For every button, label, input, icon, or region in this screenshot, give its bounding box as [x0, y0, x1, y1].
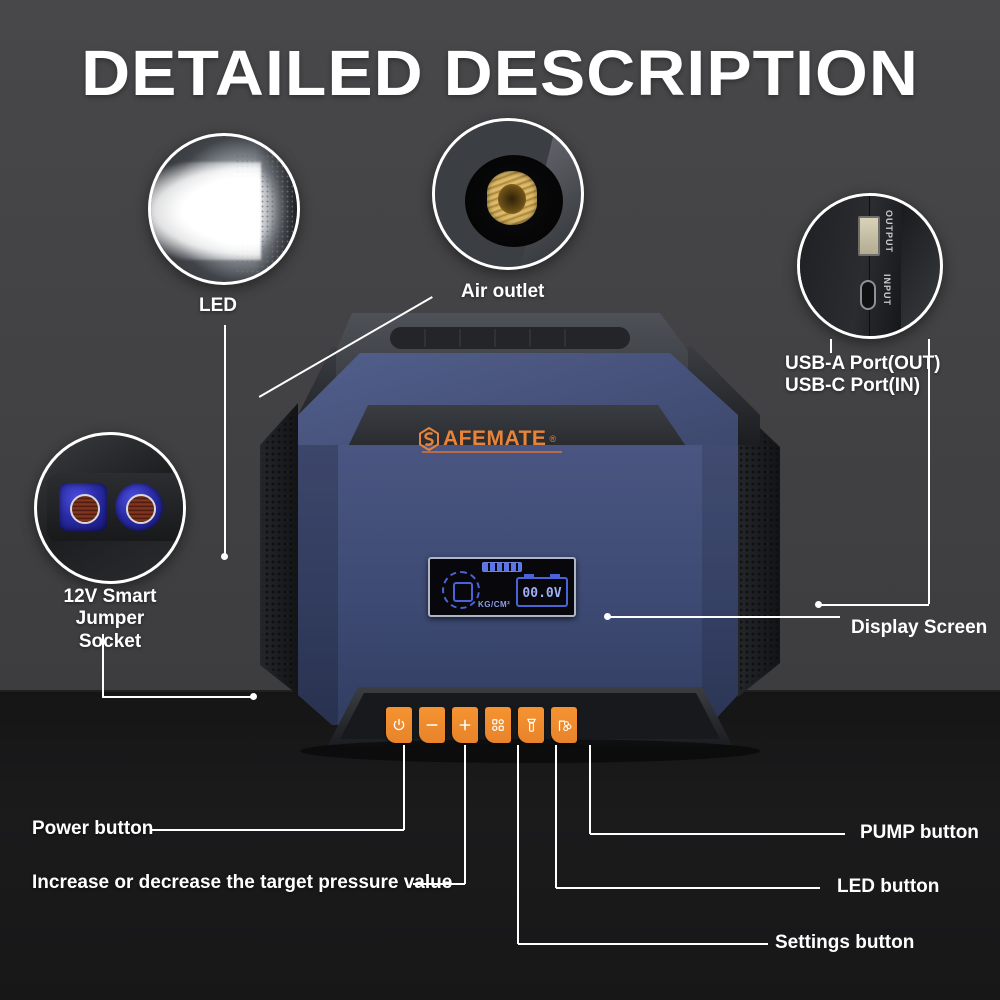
callout-usb-panel	[800, 196, 901, 336]
brass-nozzle-icon	[487, 171, 537, 225]
settings-button[interactable]	[485, 707, 511, 743]
annotation-power-button: Power button	[32, 818, 154, 839]
leader-line-usb-top	[830, 339, 832, 353]
led-button[interactable]	[518, 707, 544, 743]
leader-line-usb	[928, 339, 930, 604]
annotation-led-button: LED button	[837, 876, 940, 897]
decrease-button[interactable]	[419, 707, 445, 743]
grid-settings-icon	[492, 719, 504, 731]
callout-label-jumper-socket: 12V Smart Jumper Socket	[63, 586, 157, 652]
leader-line-settings-horizontal	[518, 943, 768, 945]
leader-line-pressure-vertical	[464, 745, 466, 884]
increase-button[interactable]	[452, 707, 478, 743]
leader-line-display-screen	[608, 616, 840, 618]
callout-label-led: LED	[199, 295, 237, 316]
minus-icon	[426, 724, 438, 726]
pump-button[interactable]	[551, 707, 577, 743]
flashlight-icon	[526, 718, 536, 732]
display-screen: KG/CM² 00.0V	[428, 557, 576, 617]
annotation-pressure-buttons: Increase or decrease the target pressure…	[32, 872, 453, 893]
leader-dot-jumper	[250, 693, 257, 700]
voltage-value: 00.0V	[522, 586, 562, 601]
flashlight-beam-icon	[151, 162, 261, 260]
battery-voltage-box: 00.0V	[516, 574, 568, 607]
control-button-row	[386, 707, 577, 743]
leader-line-usb-horizontal	[818, 604, 929, 606]
usb-output-label: OUTPUT	[884, 210, 894, 253]
annotation-pump-button: PUMP button	[860, 822, 979, 843]
callout-usb-seam	[869, 196, 870, 336]
leader-line-pump-vertical	[589, 745, 591, 834]
power-button[interactable]	[386, 707, 412, 743]
brand-logo: AFEMATE ®	[418, 427, 556, 451]
callout-label-usb-ports: USB-A Port(OUT) USB-C Port(IN)	[785, 353, 941, 397]
callout-jumper-socket	[34, 432, 186, 584]
callout-label-display-screen: Display Screen	[851, 617, 988, 638]
device-illustration	[260, 313, 780, 763]
leader-line-led-btn-vertical	[555, 745, 557, 888]
page-title: DETAILED DESCRIPTION	[81, 37, 919, 109]
leader-line-led-btn-horizontal	[556, 887, 820, 889]
leader-line-settings-vertical	[517, 745, 519, 944]
brand-underline	[422, 451, 562, 453]
leader-line-pump-horizontal	[590, 833, 845, 835]
callout-air-outlet	[432, 118, 584, 270]
usb-c-port-icon	[860, 280, 876, 310]
callout-led	[148, 133, 300, 285]
jumper-socket-negative-icon	[115, 483, 163, 531]
trademark-mark: ®	[549, 434, 557, 444]
pressure-unit-label: KG/CM²	[478, 600, 511, 609]
leader-line-led	[224, 325, 226, 557]
usb-a-port-icon	[858, 216, 880, 256]
leader-dot-led	[221, 553, 228, 560]
leader-dot-usb	[815, 601, 822, 608]
brand-name: AFEMATE	[443, 427, 547, 450]
leader-line-jumper-horizontal	[102, 696, 254, 698]
callout-usb-ports: OUTPUT INPUT	[797, 193, 943, 339]
power-icon	[393, 719, 405, 731]
leader-line-power-horizontal	[150, 829, 404, 831]
leader-line-power-vertical	[403, 745, 405, 830]
hex-s-mark-icon	[419, 427, 439, 451]
leader-dot-display-screen	[604, 613, 611, 620]
pressure-gauge-icon	[442, 571, 480, 609]
jumper-socket-positive-icon	[59, 483, 107, 531]
product-image: AFEMATE ® KG/CM² 00.0V	[240, 295, 820, 765]
pump-icon	[558, 720, 571, 731]
leader-line-pressure-horizontal	[413, 883, 465, 885]
leader-line-jumper-vertical	[102, 634, 104, 697]
annotation-settings-button: Settings button	[775, 932, 915, 953]
battery-indicator-icon	[482, 562, 522, 572]
plus-icon	[459, 719, 471, 731]
callout-label-air-outlet: Air outlet	[461, 281, 545, 302]
usb-input-label: INPUT	[882, 274, 892, 306]
